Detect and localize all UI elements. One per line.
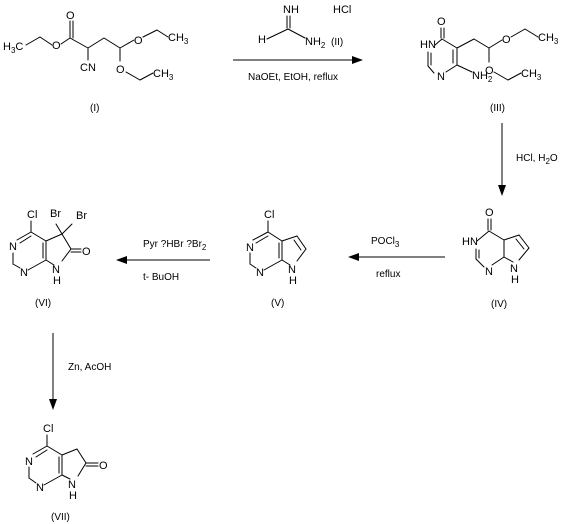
atom-CH3: CH3 [153,68,174,82]
atom-NH2: NH2 [305,36,326,50]
atom-H: H [258,34,266,46]
arrow-step3: POCl3 reflux [348,236,445,280]
atom-O: O [134,35,143,47]
atom-N: N [68,479,76,491]
atom-H: H [53,275,61,287]
conditions-step3-below: reflux [376,269,400,280]
atom-N: N [36,482,44,494]
compound-V: Cl N N N H (V) [246,209,307,309]
atom-O: O [502,34,511,46]
compound-IV: O HN N N H (IV) [462,207,530,310]
compound-VI: Cl N N Br Br O N H (VI) [9,208,91,309]
reagent-II: NH H NH2 HCl (II) [258,4,351,50]
atom-H: H [289,275,297,287]
caption-V: (V) [271,298,284,309]
caption-VII: (VII) [51,512,70,523]
compound-III: O HN NH2 N O CH3 O CH3 (III) [420,16,559,114]
atom-HN: HN [462,236,478,248]
atom-Cl: Cl [27,209,37,221]
atom-CN: CN [80,62,96,74]
atom-N: N [20,267,28,279]
atom-h3c: H3C [3,41,23,55]
atom-HN: HN [420,39,436,51]
atom-N: N [256,267,264,279]
atom-N: N [288,264,296,276]
conditions-step5: Zn, AcOH [68,362,111,373]
arrow-step4: Pyr ?HBr ?Br2 t- BuOH [116,239,210,283]
atom-Br: Br [76,210,87,222]
atom-O: O [485,207,494,219]
atom-N: N [9,241,17,253]
conditions-step4-below: t- BuOH [143,272,179,283]
atom-N: N [437,71,445,83]
atom-O: O [116,64,125,76]
atom-N: N [52,264,60,276]
arrow-step1: NaOEt, EtOH, reflux [233,56,363,83]
atom-O: O [82,246,91,258]
atom-O: O [437,16,446,28]
caption-IV: (IV) [491,299,507,310]
conditions-step3-above: POCl3 [371,236,400,249]
atom-CH3: CH3 [538,32,559,46]
atom-CH3: CH3 [521,68,542,82]
compound-VII: Cl N N O N H (VII) [25,423,108,523]
atom-NH2: NH2 [472,70,493,84]
atom-O: O [485,65,494,77]
caption-III: (III) [490,103,505,114]
caption-II: (II) [331,37,343,48]
atom-N: N [485,266,493,278]
atom-CH3: CH3 [168,32,189,46]
conditions-step2: HCl, H2O [516,153,558,166]
atom-N: N [25,456,33,468]
salt-HCl: HCl [333,4,351,16]
caption-I: (I) [90,103,99,114]
conditions-step1: NaOEt, EtOH, reflux [248,72,338,83]
atom-Cl: Cl [264,209,274,221]
compound-I: H3C O O CN O CH3 O CH3 (I) [3,10,189,114]
conditions-step4-above: Pyr ?HBr ?Br2 [143,239,207,252]
atom-N: N [246,242,254,254]
atom-H: H [69,490,77,502]
atom-O: O [52,40,61,52]
atom-O: O [99,460,108,472]
atom-O: O [66,10,75,22]
atom-NH: NH [283,4,299,16]
atom-Br: Br [50,208,61,220]
caption-VI: (VI) [35,298,51,309]
arrow-step5: Zn, AcOH [49,333,111,410]
atom-NH: N [510,263,518,275]
arrow-step2: HCl, H2O [498,123,558,196]
atom-Cl: Cl [43,423,53,435]
atom-H: H [511,274,519,286]
